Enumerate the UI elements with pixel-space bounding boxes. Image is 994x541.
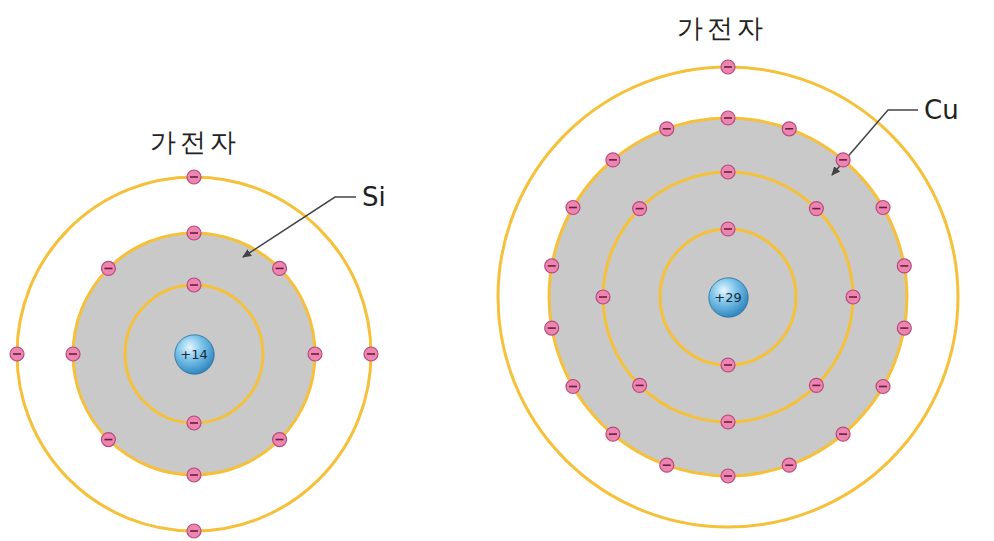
nucleus-charge: +29 <box>714 290 741 305</box>
electron <box>660 122 674 136</box>
core-region <box>549 118 907 476</box>
electron <box>721 111 735 125</box>
electron <box>721 60 735 74</box>
electron <box>836 427 850 441</box>
electron <box>308 347 322 361</box>
element-symbol: Cu <box>924 96 959 125</box>
orbit <box>498 67 958 527</box>
electron <box>187 468 201 482</box>
nucleus-text-holder: +14 <box>174 334 215 375</box>
nucleus: +14 <box>174 334 215 375</box>
electron <box>809 378 823 392</box>
core-region <box>73 233 315 475</box>
electron <box>633 378 647 392</box>
electron <box>187 524 201 538</box>
electron <box>273 433 287 447</box>
electron <box>545 321 559 335</box>
orbit <box>660 229 796 365</box>
electron <box>364 347 378 361</box>
electron <box>273 261 287 275</box>
electron <box>721 358 735 372</box>
electron <box>721 165 735 179</box>
electron <box>660 458 674 472</box>
valence-label: 가전자 <box>150 128 240 157</box>
electron <box>596 290 610 304</box>
electron <box>633 202 647 216</box>
electron <box>876 380 890 394</box>
leader-line <box>243 197 356 257</box>
electron <box>187 278 201 292</box>
electron <box>876 201 890 215</box>
nucleus-charge: +14 <box>180 347 207 362</box>
leader-line <box>832 110 918 175</box>
electron <box>721 415 735 429</box>
electron <box>101 261 115 275</box>
electrons <box>10 60 911 538</box>
electron <box>721 222 735 236</box>
nucleus-text-holder: +29 <box>708 277 749 318</box>
electron <box>809 202 823 216</box>
electron <box>897 259 911 273</box>
electron <box>187 226 201 240</box>
electron <box>897 321 911 335</box>
electron <box>566 380 580 394</box>
electron <box>836 153 850 167</box>
electron <box>782 122 796 136</box>
orbit <box>125 285 263 423</box>
electron <box>545 259 559 273</box>
electron <box>721 469 735 483</box>
orbit <box>17 177 371 531</box>
electron <box>187 170 201 184</box>
electron <box>606 427 620 441</box>
nucleus: +29 <box>708 277 749 318</box>
element-symbol: Si <box>362 183 386 212</box>
orbit <box>603 172 853 422</box>
electron <box>10 347 24 361</box>
electron <box>101 433 115 447</box>
electron <box>846 290 860 304</box>
electron <box>566 201 580 215</box>
electron <box>66 347 80 361</box>
electron <box>606 153 620 167</box>
valence-label: 가전자 <box>677 14 767 43</box>
electron <box>187 416 201 430</box>
electron <box>782 458 796 472</box>
